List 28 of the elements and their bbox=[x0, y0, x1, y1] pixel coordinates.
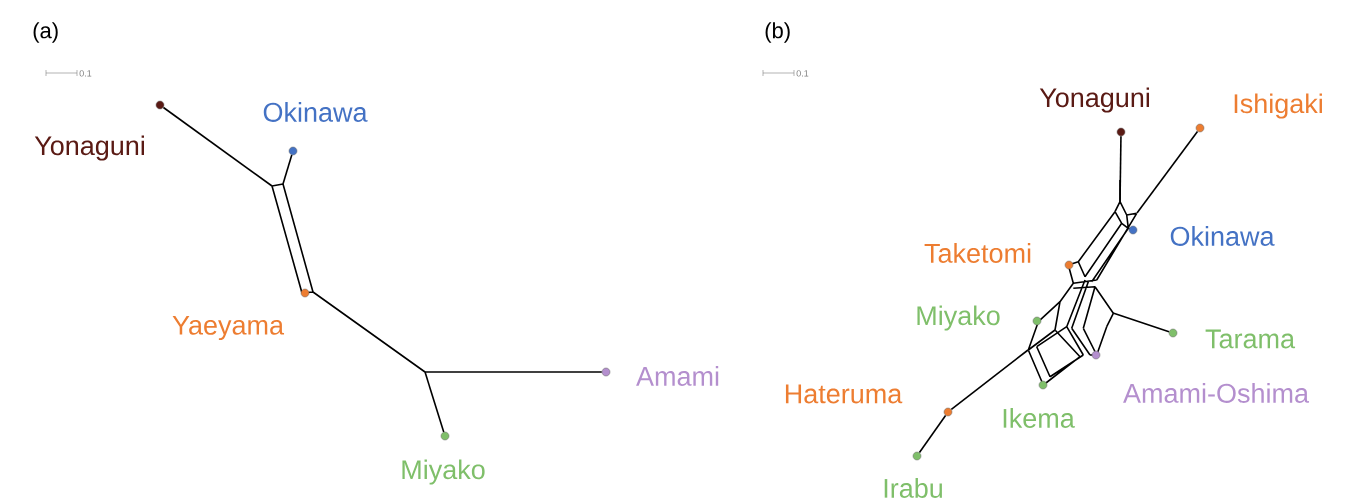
branch-line bbox=[1136, 130, 1199, 214]
scale-value: 0.1 bbox=[796, 70, 809, 77]
taxon-label: Yonaguni bbox=[34, 135, 144, 161]
taxon-label: Tarama bbox=[1205, 329, 1296, 349]
scale-value: 0.1 bbox=[79, 70, 92, 77]
taxon-label: Okinawa bbox=[263, 102, 368, 122]
branch-line bbox=[282, 154, 293, 185]
branch-line bbox=[950, 349, 1029, 411]
taxon-label: Ikema bbox=[1003, 408, 1075, 428]
taxon-label: Irabu bbox=[884, 478, 942, 498]
taxon-label: Ishigaki bbox=[1234, 93, 1322, 119]
branch-line bbox=[424, 371, 445, 433]
taxon-label: Yaeyama bbox=[172, 315, 285, 341]
branch-line bbox=[162, 106, 273, 187]
branch-line bbox=[1119, 135, 1122, 203]
taxon-label: Amami bbox=[636, 366, 719, 386]
panel-label: (a) bbox=[33, 22, 58, 43]
branch-line bbox=[918, 414, 947, 454]
branch-line bbox=[424, 371, 603, 373]
taxon-label: Miyako bbox=[917, 305, 1000, 331]
taxon-label: Amami-Oshima bbox=[1123, 383, 1309, 403]
taxon-label: Miyako bbox=[402, 459, 485, 485]
taxon-label: Taketomi bbox=[924, 243, 1031, 263]
taxon-label: Yonaguni bbox=[1039, 87, 1149, 113]
taxon-label: Hateruma bbox=[785, 384, 903, 404]
panel-label: (b) bbox=[765, 22, 790, 43]
taxon-label: Okinawa bbox=[1170, 226, 1275, 246]
branch-line bbox=[1112, 312, 1170, 333]
